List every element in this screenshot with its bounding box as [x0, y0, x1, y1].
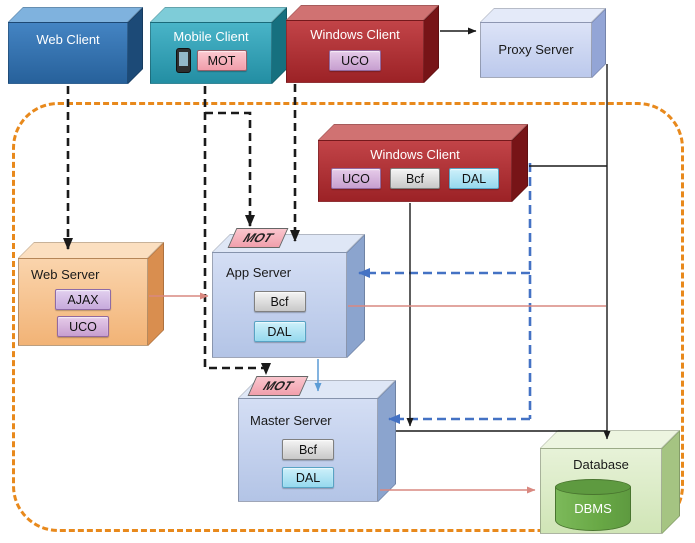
dbms-cylinder-icon: DBMS [555, 479, 631, 531]
phone-screen [178, 52, 188, 66]
node-mobile-client: Mobile Client MOT [150, 7, 287, 84]
mot-tag: MOT [247, 376, 309, 396]
mobile-phone-icon [175, 48, 191, 73]
box-front-face: Windows Client UCO [286, 20, 424, 83]
box-front-face: Master Server Bcf DAL [238, 398, 378, 502]
badge-dal: DAL [253, 321, 306, 342]
box-front-face: App Server Bcf DAL [212, 252, 347, 358]
box-side-face [272, 7, 287, 84]
node-label: Mobile Client [173, 29, 249, 44]
badge-uco: UCO [57, 316, 109, 337]
node-database: Database DBMS [540, 430, 680, 534]
badge-mot: MOT [196, 50, 247, 71]
box-front-face: Mobile Client MOT [150, 22, 272, 84]
box-side-face [424, 5, 439, 83]
mot-tag: MOT [227, 228, 289, 248]
node-windows-client-inner: Windows Client UCO Bcf DAL [318, 124, 528, 202]
box-top-face [150, 7, 287, 22]
badge-uco: UCO [329, 50, 381, 71]
box-top-face [8, 7, 143, 22]
badge-ajax: AJAX [55, 289, 111, 310]
box-top-face [318, 124, 528, 140]
node-label: Windows Client [370, 147, 460, 162]
box-side-face [347, 234, 365, 358]
box-front-face: Database DBMS [540, 448, 662, 534]
badge-dal: DAL [449, 168, 499, 189]
box-top-face [18, 242, 164, 258]
node-proxy-server: Proxy Server [480, 8, 606, 78]
box-front-face: Windows Client UCO Bcf DAL [318, 140, 512, 202]
box-side-face [128, 7, 143, 84]
dbms-label: DBMS [574, 501, 612, 516]
node-label: App Server [226, 265, 292, 280]
node-web-client: Web Client [8, 7, 143, 84]
node-label: Master Server [250, 413, 332, 428]
box-front-face: Proxy Server [480, 22, 592, 78]
box-front-face: Web Client [8, 22, 128, 84]
box-top-face [540, 430, 680, 448]
node-label: Web Client [36, 32, 100, 47]
box-side-face [378, 380, 396, 502]
badge-bcf: Bcf [253, 291, 306, 312]
badge-bcf: Bcf [390, 168, 440, 189]
box-side-face [592, 8, 606, 78]
node-web-server: Web Server AJAX UCO [18, 242, 164, 346]
node-label: Database [573, 457, 629, 472]
node-app-server: MOT App Server Bcf DAL [212, 228, 365, 358]
node-label: Proxy Server [498, 42, 574, 57]
cylinder-top [555, 479, 631, 495]
box-top-face [286, 5, 439, 20]
badge-dal: DAL [282, 467, 334, 488]
system-boundary [12, 102, 684, 532]
box-front-face: Web Server AJAX UCO [18, 258, 148, 346]
node-label: Windows Client [310, 27, 400, 42]
node-master-server: MOT Master Server Bcf DAL [238, 376, 396, 502]
box-side-face [662, 430, 680, 534]
node-windows-client-top: Windows Client UCO [286, 5, 439, 83]
box-side-face [148, 242, 164, 346]
node-label: Web Server [31, 267, 100, 282]
badge-uco: UCO [331, 168, 381, 189]
box-top-face [480, 8, 606, 22]
badge-bcf: Bcf [282, 439, 334, 460]
